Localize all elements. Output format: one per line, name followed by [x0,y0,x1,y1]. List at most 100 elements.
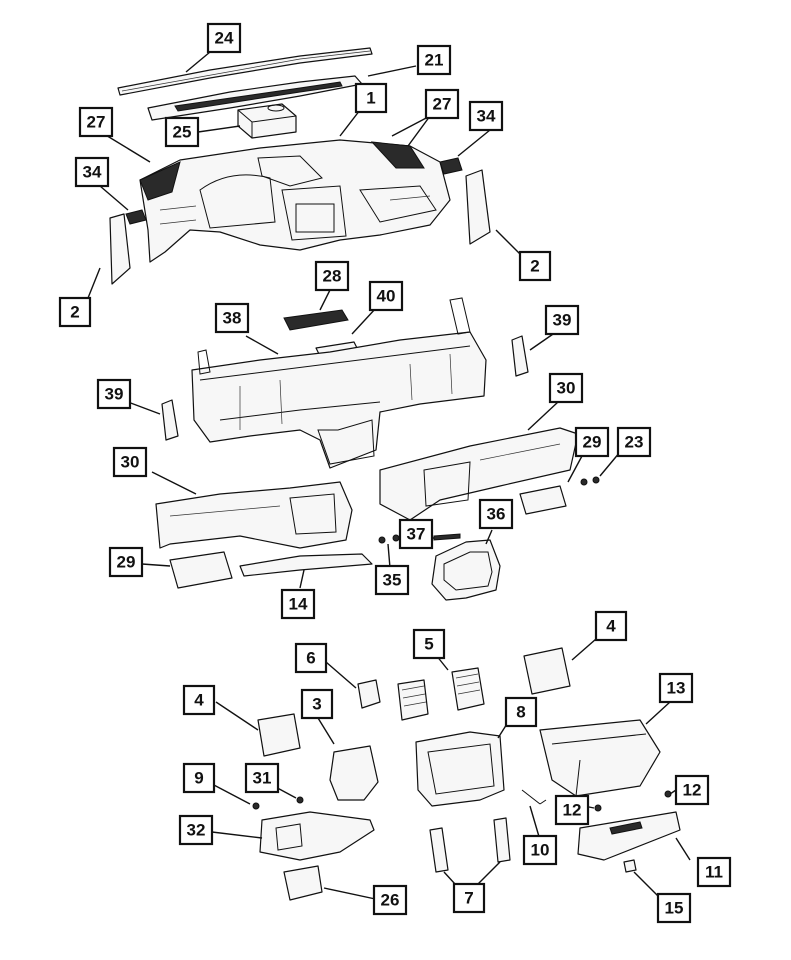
part-defroster-strip [117,47,373,96]
part-bracket-7b [493,817,511,863]
svg-text:34: 34 [83,163,102,182]
svg-text:9: 9 [194,769,203,788]
callout-7: 7 [452,882,486,914]
svg-text:34: 34 [477,107,496,126]
part-vent-right [523,647,571,695]
callout-29-left: 29 [108,546,144,578]
part-bin-26 [283,865,323,901]
part-speaker-bracket [237,103,297,139]
callout-12-left: 12 [554,794,590,826]
part-cable [521,789,547,805]
svg-text:27: 27 [433,95,452,114]
callout-24: 24 [206,22,242,54]
part-lower-panel-left [155,481,353,549]
part-cluster-top [283,309,349,331]
part-cross-car-beam [191,297,487,469]
svg-text:5: 5 [424,635,433,654]
callout-2-right: 2 [518,250,552,282]
callout-27-left: 27 [78,106,114,138]
callout-39-right: 39 [544,304,580,336]
part-clip-23a [580,478,588,486]
svg-text:1: 1 [366,89,375,108]
callout-36: 36 [478,498,514,530]
callout-2-left: 2 [58,296,92,328]
callout-32: 32 [178,814,214,846]
callout-3: 3 [300,688,334,720]
callout-4-right: 4 [594,610,628,642]
svg-text:39: 39 [105,385,124,404]
part-column-cover [329,745,379,801]
callout-labels: 24 21 1 27 27 34 34 25 2 2 28 40 38 39 3… [58,22,732,924]
svg-text:29: 29 [117,553,136,572]
part-cluster-bezel [431,539,501,601]
part-lower-bracket-right [519,485,567,515]
part-center-vents [397,667,485,721]
callout-40: 40 [368,280,404,312]
callout-11: 11 [696,856,732,888]
part-side-bezel-right [439,157,463,175]
svg-text:25: 25 [173,123,192,142]
svg-text:13: 13 [667,679,686,698]
callout-12-right: 12 [674,774,710,806]
part-end-cap-right [465,169,491,245]
svg-text:8: 8 [516,703,525,722]
svg-text:36: 36 [487,505,506,524]
callout-4-left: 4 [182,684,216,716]
part-fastener-9 [252,802,260,810]
callout-21: 21 [416,44,452,76]
callout-25: 25 [164,116,200,148]
callout-28: 28 [314,260,350,292]
callout-5: 5 [412,628,446,660]
svg-text:29: 29 [583,433,602,452]
svg-text:14: 14 [289,595,308,614]
svg-text:2: 2 [70,303,79,322]
callout-23: 23 [616,426,652,458]
svg-text:28: 28 [323,267,342,286]
part-vent-left [257,713,301,757]
part-fastener-31 [296,796,304,804]
svg-text:23: 23 [625,433,644,452]
part-fastener-35a [378,536,386,544]
part-fastener-37 [433,533,461,541]
svg-text:31: 31 [253,769,272,788]
callout-31: 31 [244,762,280,794]
part-end-cap-left [109,213,131,285]
part-glove-box-bin [539,719,661,797]
svg-text:6: 6 [306,649,315,668]
callout-10: 10 [522,834,558,866]
svg-text:39: 39 [553,311,572,330]
part-clip-23b [592,476,600,484]
callout-39-left: 39 [96,378,132,410]
callout-13: 13 [658,672,694,704]
part-instrument-panel [139,139,451,263]
svg-text:15: 15 [665,899,684,918]
callout-34-left: 34 [74,156,110,188]
callout-14: 14 [280,588,316,620]
callout-1: 1 [354,82,388,114]
svg-text:4: 4 [194,691,204,710]
part-bracket-7a [429,827,449,873]
part-switch-6 [357,679,381,709]
svg-text:24: 24 [215,29,234,48]
svg-text:32: 32 [187,821,206,840]
callout-9: 9 [182,762,216,794]
svg-text:7: 7 [464,889,473,908]
svg-text:40: 40 [377,287,396,306]
leader-lines [87,51,691,903]
svg-text:38: 38 [223,309,242,328]
svg-text:12: 12 [563,801,582,820]
part-side-bracket-right [511,335,529,377]
callout-34-right: 34 [468,100,504,132]
callout-37: 37 [398,518,434,550]
callout-27-right: 27 [424,88,460,120]
svg-text:37: 37 [407,525,426,544]
svg-text:30: 30 [557,379,576,398]
svg-text:10: 10 [531,841,550,860]
part-fastener-12b [594,804,602,812]
part-floor-duct [239,553,373,577]
svg-text:30: 30 [121,453,140,472]
svg-text:21: 21 [425,51,444,70]
part-lower-bracket-left [169,551,233,589]
part-side-bezel-left [125,209,147,225]
